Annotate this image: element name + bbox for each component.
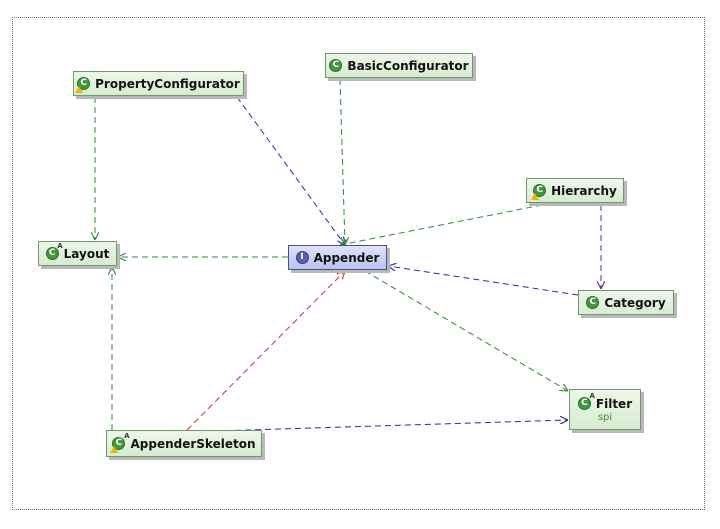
package-label: spi [597,411,613,423]
node-label: Layout [63,246,110,261]
warning-icon [75,86,84,93]
interface-appender[interactable]: I Appender [288,245,387,270]
class-icon: C [329,59,343,72]
diagram-frame [12,17,705,510]
class-property-configurator[interactable]: C PropertyConfigurator [73,71,244,96]
node-label: Filter [595,396,633,411]
warning-icon [531,193,540,200]
node-label: AppenderSkeleton [130,436,256,451]
class-category[interactable]: C Category [578,290,674,315]
class-icon: C [531,184,547,200]
dependency-property-configurator-to-appender [236,96,345,245]
dependency-category-to-appender [388,266,579,296]
dependency-appender-skeleton-to-appender [186,271,345,431]
dependency-hierarchy-to-appender [340,204,543,245]
node-label: Hierarchy [551,183,617,198]
class-icon: C [586,296,600,309]
node-label: BasicConfigurator [347,58,469,73]
class-icon: C [75,77,91,93]
warning-icon [110,446,119,453]
class-basic-configurator[interactable]: C BasicConfigurator [325,53,473,78]
class-hierarchy[interactable]: C Hierarchy [526,178,624,203]
node-label: Appender [313,250,380,265]
node-label: PropertyConfigurator [95,76,240,91]
interface-icon: I [295,251,309,264]
dependency-basic-configurator-to-appender [339,78,345,245]
node-label: Category [604,295,666,310]
